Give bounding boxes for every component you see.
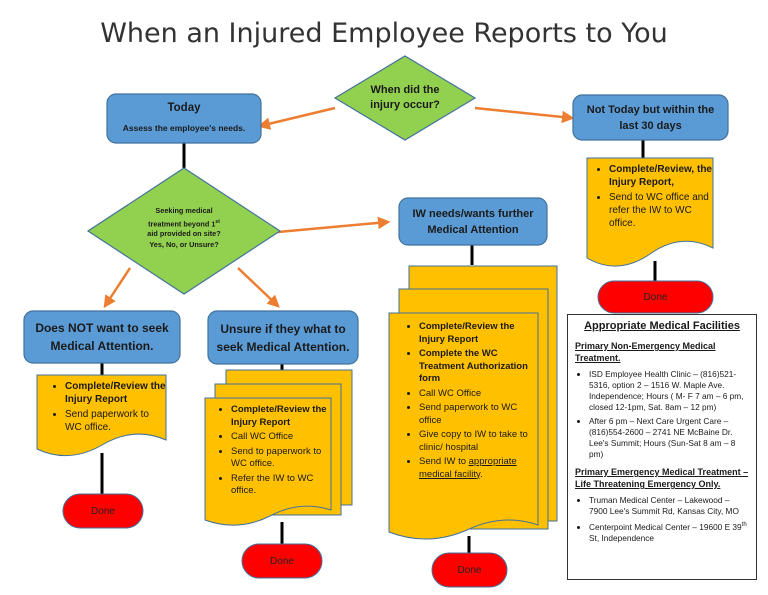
question-when-label: When did the injury occur?: [345, 76, 465, 120]
not-today-document: [586, 157, 714, 267]
today-title: Today: [167, 102, 201, 114]
done-terminal-unsure: [241, 543, 323, 579]
further-line-1: IW needs/wants further: [412, 207, 534, 220]
not-today-steps: Complete/Review, the Injury Report, Send…: [587, 163, 713, 232]
not-today-step: Complete/Review, the Injury Report,: [609, 163, 713, 189]
nonemergency-list: ISD Employee Health Clinic – (816)521-53…: [575, 369, 749, 460]
nonemergency-heading: Primary Non-Emergency Medical Treatment.: [575, 341, 716, 363]
not-want-document: [36, 374, 167, 457]
unsure-box: [207, 310, 359, 365]
done-terminal-not-want: [62, 493, 144, 529]
done-label: Done: [270, 555, 294, 567]
further-steps: Complete/Review the Injury Report Comple…: [389, 321, 538, 483]
today-box: [106, 93, 262, 144]
further-attention-label: IW needs/wants further Medical Attention: [399, 198, 547, 245]
further-line-2: Medical Attention: [427, 223, 519, 236]
unsure-line-2: seek Medical Attention.: [216, 339, 350, 354]
further-step: Give copy to IW to take to clinic/ hospi…: [419, 429, 538, 454]
unsure-step: Call WC Office: [231, 431, 333, 444]
medical-facilities-panel: Appropriate Medical Facilities Primary N…: [567, 314, 757, 580]
unsure-step: Refer the IW to WC office.: [231, 473, 333, 498]
done-terminal-further: [431, 552, 508, 588]
done-terminal-not-today: [597, 280, 714, 314]
unsure-label: Unsure if they what to seek Medical Atte…: [208, 311, 358, 364]
unsure-line-1: Unsure if they what to: [220, 321, 346, 336]
seeking-line-4: Yes, No, or Unsure?: [149, 239, 219, 249]
seeking-line-2: treatment beyond 1st: [148, 218, 220, 228]
not-want-step: Complete/Review the Injury Report: [65, 380, 166, 406]
seeking-treatment-label: Seeking medical treatment beyond 1st aid…: [128, 206, 240, 250]
seeking-line-3: aid provided on site?: [147, 229, 221, 239]
unsure-step: Complete/Review the Injury Report: [231, 404, 333, 429]
not-want-steps: Complete/Review the Injury Report Send p…: [37, 380, 166, 436]
further-step: Send paperwork to WC office: [419, 402, 538, 427]
not-want-line-2: Medical Attention.: [50, 339, 154, 353]
not-today-line-1: Not Today but within the: [586, 103, 715, 116]
seeking-line-1: Seeking medical: [155, 206, 213, 215]
question-line-1: When did the: [370, 84, 440, 96]
arrow-question-to-not-today: [474, 106, 575, 124]
further-step: Complete the WC Treatment Authorization …: [419, 348, 538, 386]
appropriate-facility-link[interactable]: appropriate medical facility: [419, 456, 517, 480]
not-want-line-1: Does NOT want to seek: [35, 321, 169, 335]
facility-item: After 6 pm – Next Care Urgent Care – (81…: [589, 416, 749, 460]
not-today-label: Not Today but within the last 30 days: [573, 95, 728, 140]
further-step: Call WC Office: [419, 388, 538, 401]
decision-seeking-treatment-diamond: [86, 167, 282, 295]
arrow-seeking-to-not-want: [103, 267, 132, 309]
not-today-line-2: last 30 days: [619, 119, 682, 132]
further-document-front: [388, 312, 539, 540]
unsure-document-front: [204, 397, 332, 526]
question-line-2: injury occur?: [370, 99, 440, 111]
unsure-steps: Complete/Review the Injury Report Call W…: [205, 404, 333, 500]
facility-item: Truman Medical Center – Lakewood – 7900 …: [589, 495, 749, 517]
facility-item: ISD Employee Health Clinic – (816)521-53…: [589, 369, 749, 413]
further-attention-box: [398, 197, 548, 246]
not-want-step: Send paperwork to WC office.: [65, 408, 166, 434]
not-today-box: [572, 94, 729, 141]
not-want-label: Does NOT want to seek Medical Attention.: [24, 311, 180, 363]
emergency-heading: Primary Emergency Medical Treatment – Li…: [575, 467, 749, 489]
emergency-list: Truman Medical Center – Lakewood – 7900 …: [575, 495, 749, 544]
today-subtitle: Assess the employee's needs.: [122, 123, 246, 133]
page-title: When an Injured Employee Reports to You: [100, 18, 668, 49]
not-today-step: Send to WC office and refer the IW to WC…: [609, 191, 713, 230]
arrow-seeking-to-further: [277, 216, 391, 234]
further-step: Complete/Review the Injury Report: [419, 321, 538, 346]
decision-when-occur-diamond: [333, 55, 477, 141]
done-label: Done: [457, 564, 482, 576]
not-want-box: [23, 310, 181, 364]
facilities-title: Appropriate Medical Facilities: [584, 320, 740, 332]
done-label: Done: [91, 505, 115, 517]
today-label: Today Assess the employee's needs.: [107, 94, 261, 143]
further-step: Send IW to appropriate medical facility.: [419, 456, 538, 481]
arrow-question-to-today: [257, 106, 336, 130]
facility-item: Centerpoint Medical Center – 19600 E 39t…: [589, 520, 749, 544]
done-label: Done: [643, 291, 668, 303]
arrow-seeking-to-unsure: [237, 267, 280, 308]
unsure-step: Send to paperwork to WC office.: [231, 446, 333, 471]
